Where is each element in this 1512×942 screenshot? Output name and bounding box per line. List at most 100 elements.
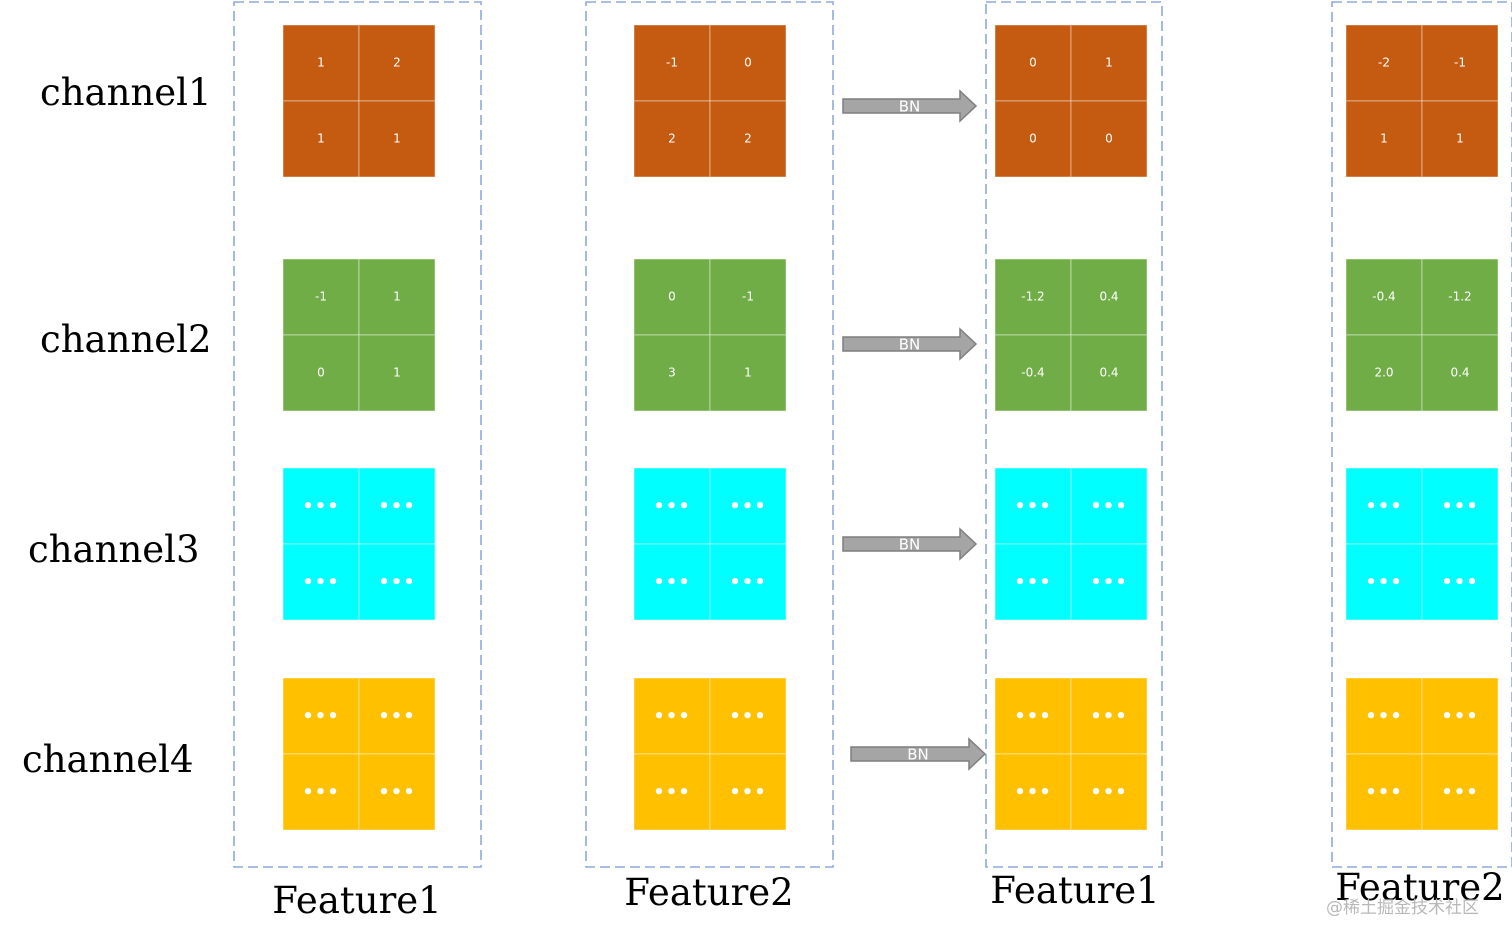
cell-value: ••• — [729, 496, 767, 517]
arrow-label: BN — [899, 536, 921, 554]
grid-cell — [1421, 467, 1499, 545]
cell-value: ••• — [1090, 782, 1128, 803]
cell-value: ••• — [653, 496, 691, 517]
grid-cell — [358, 258, 436, 336]
cell-value: 0.4 — [1099, 366, 1118, 380]
channel-label-1: channel1 — [40, 71, 212, 114]
grid-cell — [1421, 24, 1499, 102]
channel-4-grid: •••••••••••• — [633, 677, 787, 831]
channel-3-grid: •••••••••••• — [994, 467, 1148, 621]
channel-label-2: channel2 — [40, 318, 212, 361]
grid-cell — [633, 334, 711, 412]
grid-cell — [282, 677, 360, 755]
cell-value: ••• — [1090, 706, 1128, 727]
feature-label-3: Feature1 — [990, 869, 1159, 912]
grid-cell — [1421, 334, 1499, 412]
cell-value: 2 — [393, 56, 401, 70]
cell-value: ••• — [653, 572, 691, 593]
feature-label-1: Feature1 — [272, 879, 441, 922]
cell-value: 1 — [1380, 132, 1388, 146]
cell-value: ••• — [378, 706, 416, 727]
grid-cell — [1070, 753, 1148, 831]
grid-cell — [1345, 543, 1423, 621]
cell-value: 1 — [317, 56, 325, 70]
bn-arrow-3: BN — [842, 527, 978, 561]
bn-arrow-1: BN — [842, 89, 978, 123]
cell-value: ••• — [1090, 572, 1128, 593]
cell-value: 0 — [1105, 132, 1113, 146]
cell-value: ••• — [729, 572, 767, 593]
cell-value: 0 — [317, 366, 325, 380]
grid-cell — [709, 753, 787, 831]
grid-cell — [709, 24, 787, 102]
channel-4-grid: •••••••••••• — [282, 677, 436, 831]
cell-value: ••• — [1014, 706, 1052, 727]
grid-cell — [1421, 753, 1499, 831]
grid-cell — [1070, 24, 1148, 102]
grid-cell — [1070, 677, 1148, 755]
feature-label-2: Feature2 — [624, 871, 793, 914]
cell-value: 1 — [393, 132, 401, 146]
cell-value: ••• — [1441, 572, 1479, 593]
cell-value: ••• — [302, 782, 340, 803]
arrow-shape — [842, 89, 978, 123]
cell-value: -0.4 — [1372, 290, 1395, 304]
cell-value: 0 — [668, 290, 676, 304]
grid-cell — [358, 543, 436, 621]
arrow-shape — [842, 527, 978, 561]
grid-cell — [994, 543, 1072, 621]
grid-cell — [358, 753, 436, 831]
bn-arrow-4: BN — [850, 737, 987, 771]
cell-value: 2.0 — [1374, 366, 1393, 380]
cell-value: ••• — [653, 782, 691, 803]
cell-value: ••• — [1090, 496, 1128, 517]
cell-value: 2 — [668, 132, 676, 146]
cell-value: ••• — [1014, 782, 1052, 803]
arrow-layer: BN BN BN BN — [842, 89, 987, 771]
cell-value: ••• — [1441, 782, 1479, 803]
grid-cell — [1345, 753, 1423, 831]
grid-cell — [358, 677, 436, 755]
grid-cell — [282, 467, 360, 545]
cell-value: -0.4 — [1021, 366, 1044, 380]
panel-layer: 1 2 1 1 -1 1 0 1 ••• ••• ••• ••• ••• ••• ••• ••• Feature… — [233, 1, 1512, 922]
cell-value: 1 — [393, 366, 401, 380]
grid-cell — [1070, 334, 1148, 412]
cell-value: 0.4 — [1099, 290, 1118, 304]
panel-dashed-border — [1331, 1, 1512, 868]
grid-cell — [1421, 543, 1499, 621]
grid-cell — [994, 100, 1072, 178]
channel-4-grid: •••••••••••• — [1345, 677, 1499, 831]
feature-label-4: Feature2 — [1335, 866, 1504, 909]
cell-value: ••• — [1014, 496, 1052, 517]
panel-dashed-border — [585, 1, 834, 868]
cell-value: 1 — [1105, 56, 1113, 70]
channel-4-grid: ••• ••• ••• ••• — [994, 677, 1148, 831]
grid-cell — [633, 677, 711, 755]
cell-value: ••• — [729, 782, 767, 803]
grid-cell — [358, 24, 436, 102]
panel-dashed-border — [985, 1, 1163, 868]
grid-cell — [1070, 258, 1148, 336]
cell-value: ••• — [1365, 572, 1403, 593]
arrow-shape — [850, 737, 987, 771]
channel-3-grid: •••••••••••• — [282, 467, 436, 621]
cell-value: ••• — [378, 496, 416, 517]
grid-cell — [633, 467, 711, 545]
cell-value: ••• — [1365, 706, 1403, 727]
grid-cell — [709, 334, 787, 412]
channel-3-grid: ••• ••• ••• ••• — [633, 467, 787, 621]
cell-value: -1 — [742, 290, 754, 304]
arrow-label: BN — [899, 336, 921, 354]
cell-value: 1 — [317, 132, 325, 146]
